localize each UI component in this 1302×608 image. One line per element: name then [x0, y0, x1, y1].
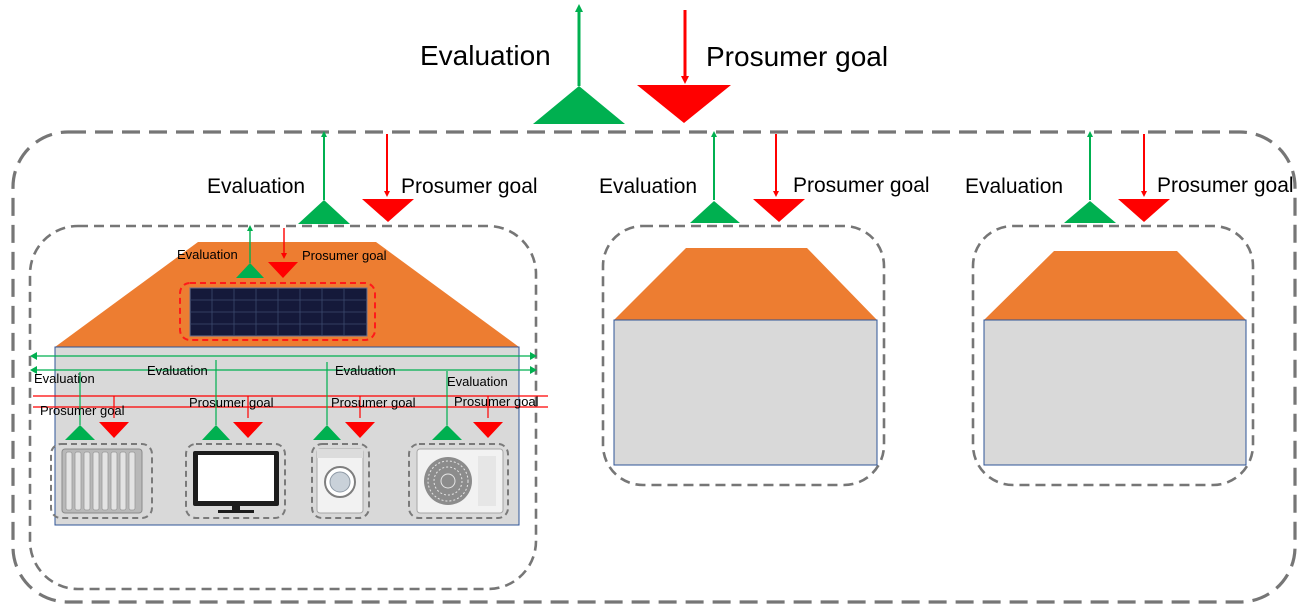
- washing-machine-icon: [316, 448, 364, 514]
- community-boundary: [11, 130, 1297, 604]
- house2-wall: [613, 319, 878, 466]
- device-washing-machine: Evaluation Prosumer goal: [311, 362, 416, 519]
- house3-goal-label: Prosumer goal: [1157, 174, 1294, 197]
- house2-evaluation-label: Evaluation: [599, 175, 697, 198]
- top-goal-triangle: [637, 85, 731, 123]
- house-1: Evaluation Prosumer goal Evaluation Pros…: [28, 131, 548, 591]
- device-radiator: Evaluation Prosumer goal: [34, 371, 153, 519]
- washer-evaluation-triangle: [313, 425, 341, 440]
- washer-goal-label: Prosumer goal: [331, 395, 416, 410]
- house3-roof: [984, 251, 1246, 320]
- tv-goal-label: Prosumer goal: [189, 395, 274, 410]
- tv-evaluation-triangle: [202, 425, 230, 440]
- ac-evaluation-triangle: [432, 425, 462, 440]
- device-air-conditioner: Evaluation Prosumer goal: [408, 371, 539, 519]
- house-2: Evaluation Prosumer goal: [599, 131, 930, 487]
- air-conditioner-icon: [416, 448, 504, 514]
- community-level: Evaluation Prosumer goal: [11, 4, 1297, 604]
- house1-evaluation-triangle: [298, 200, 350, 224]
- house-3: Evaluation Prosumer goal: [965, 131, 1294, 487]
- house1-boundary: [28, 224, 538, 591]
- top-goal-label: Prosumer goal: [706, 41, 888, 72]
- solar-panel-boundary: [179, 282, 376, 341]
- ac-evaluation-label: Evaluation: [447, 374, 508, 389]
- solar-goal-label: Prosumer goal: [302, 248, 387, 263]
- solar-evaluation-triangle: [236, 263, 264, 278]
- house2-goal-label: Prosumer goal: [793, 174, 930, 197]
- radiator-goal-label: Prosumer goal: [40, 403, 125, 418]
- top-evaluation-label: Evaluation: [420, 40, 551, 71]
- solar-panel-icon: [179, 282, 376, 341]
- house2-boundary: [601, 224, 886, 487]
- house1-goal-triangle: [362, 199, 414, 222]
- house1-evaluation-label: Evaluation: [207, 175, 305, 198]
- house1-goal-label: Prosumer goal: [401, 175, 538, 198]
- ac-goal-label: Prosumer goal: [454, 394, 539, 409]
- house2-roof: [614, 248, 877, 320]
- solar-goal-triangle: [268, 262, 298, 278]
- radiator-icon: [61, 448, 143, 514]
- radiator-evaluation-label: Evaluation: [34, 371, 95, 386]
- house2-goal-triangle: [753, 199, 805, 222]
- house3-evaluation-label: Evaluation: [965, 175, 1063, 198]
- house3-wall: [983, 319, 1247, 466]
- device-television: Evaluation Prosumer goal: [147, 360, 286, 519]
- radiator-evaluation-triangle: [65, 425, 95, 440]
- solar-evaluation-label: Evaluation: [177, 247, 238, 262]
- tv-evaluation-label: Evaluation: [147, 363, 208, 378]
- house3-evaluation-triangle: [1064, 201, 1116, 223]
- top-evaluation-triangle: [533, 86, 625, 124]
- tv-goal-triangle: [233, 422, 263, 438]
- house3-goal-triangle: [1118, 199, 1170, 222]
- washer-evaluation-label: Evaluation: [335, 363, 396, 378]
- ac-goal-triangle: [473, 422, 503, 438]
- television-icon: [193, 451, 279, 513]
- radiator-goal-triangle: [99, 422, 129, 438]
- house3-boundary: [971, 224, 1255, 487]
- washer-goal-triangle: [345, 422, 375, 438]
- house2-evaluation-triangle: [690, 201, 740, 223]
